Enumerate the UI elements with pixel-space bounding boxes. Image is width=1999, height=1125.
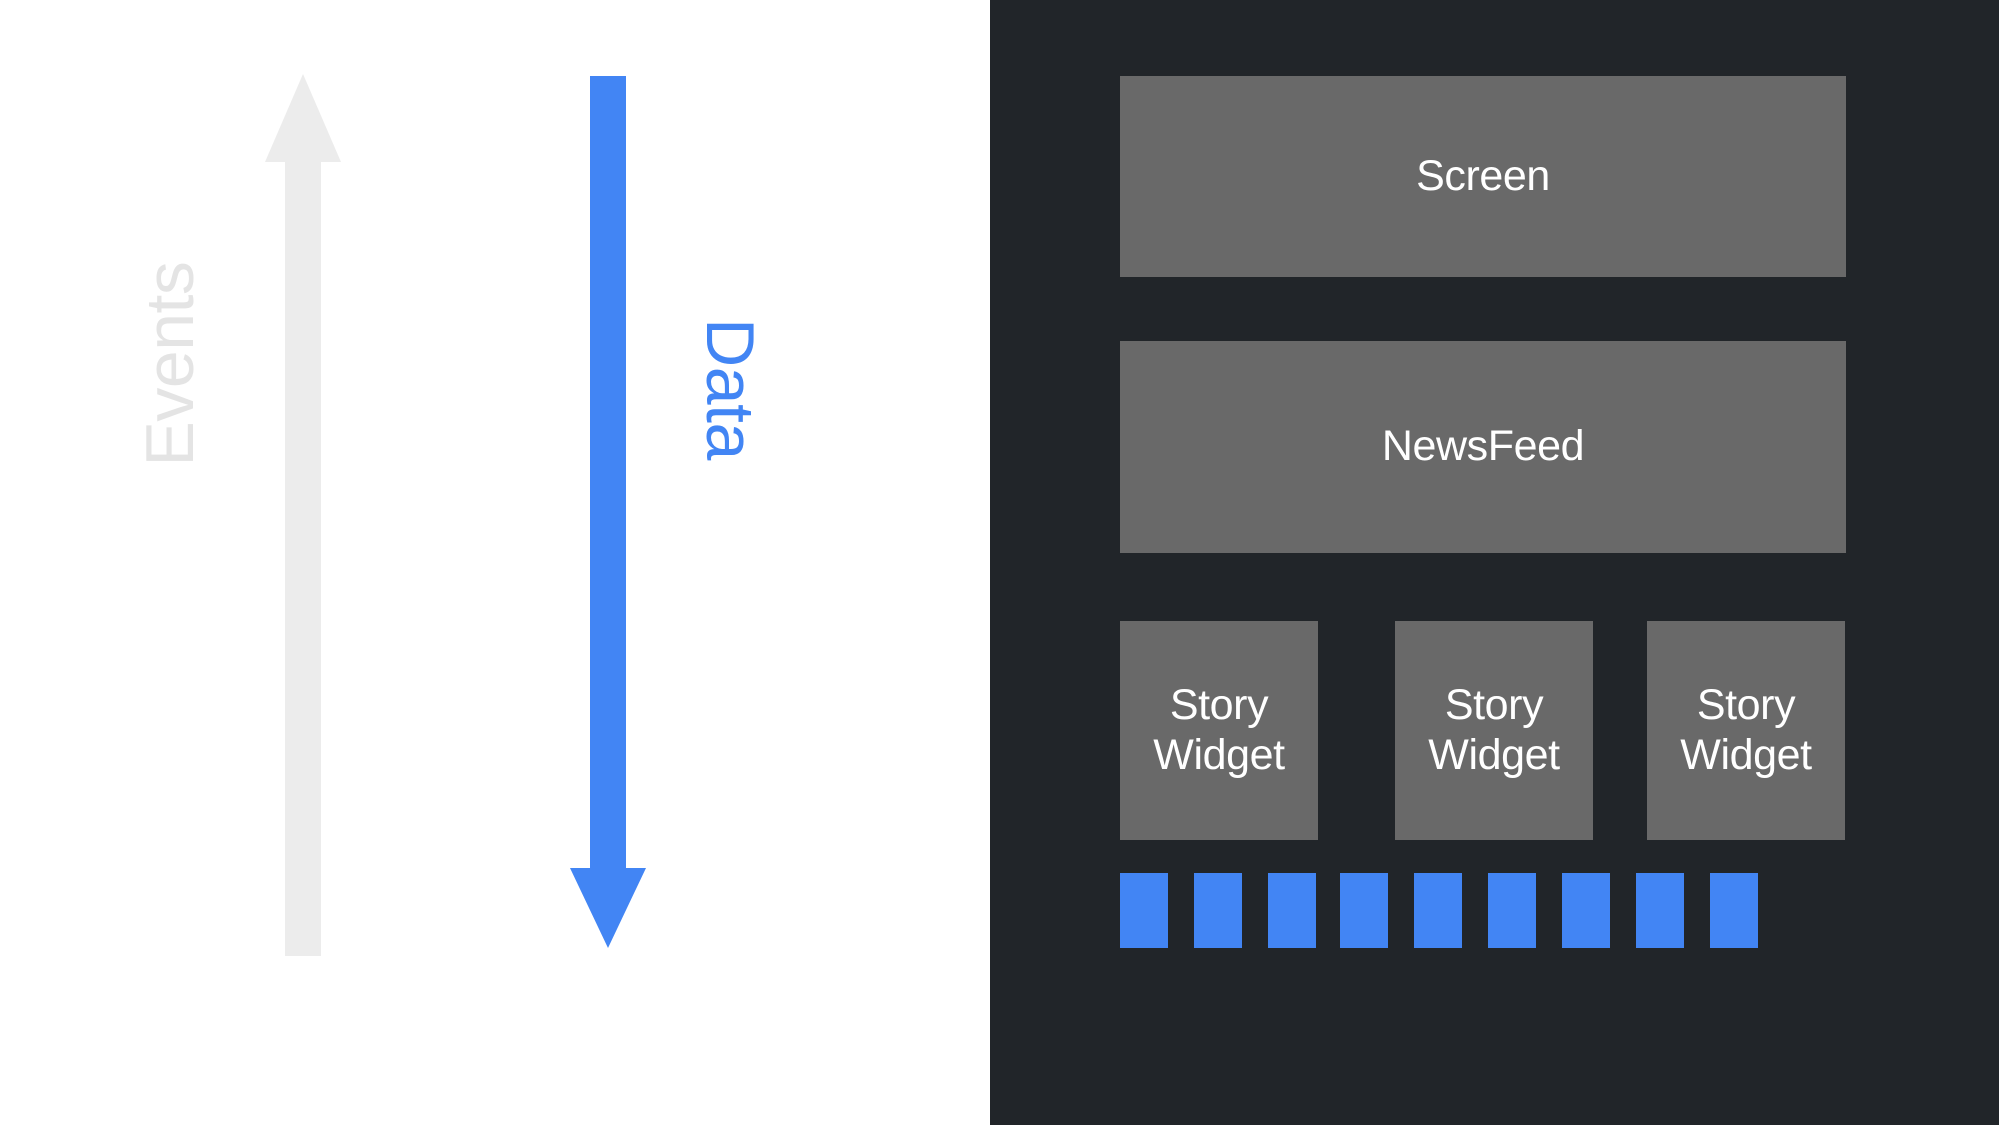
widget-tree-panel: Screen NewsFeed Story Widget Story Widge… <box>990 0 1999 1125</box>
node-story-widget-0: Story Widget <box>1120 621 1318 840</box>
events-axis-label: Events <box>132 261 208 467</box>
node-screen: Screen <box>1120 76 1846 277</box>
leaf-box <box>1120 873 1168 948</box>
leaf-group-1 <box>1340 873 1536 948</box>
node-story-widget-2: Story Widget <box>1647 621 1845 840</box>
leaf-box <box>1194 873 1242 948</box>
node-newsfeed: NewsFeed <box>1120 341 1846 553</box>
leaf-box <box>1268 873 1316 948</box>
data-arrow-down-icon <box>570 76 646 948</box>
events-arrow-up-icon <box>265 74 341 956</box>
flow-panel: Events Data <box>0 0 990 1125</box>
data-axis-label: Data <box>692 318 768 460</box>
leaf-group-2 <box>1562 873 1758 948</box>
node-story-widget-1: Story Widget <box>1395 621 1593 840</box>
leaf-box <box>1414 873 1462 948</box>
leaf-group-0 <box>1120 873 1316 948</box>
leaf-box <box>1562 873 1610 948</box>
leaf-box <box>1636 873 1684 948</box>
leaf-box <box>1340 873 1388 948</box>
leaf-box <box>1488 873 1536 948</box>
leaf-box <box>1710 873 1758 948</box>
